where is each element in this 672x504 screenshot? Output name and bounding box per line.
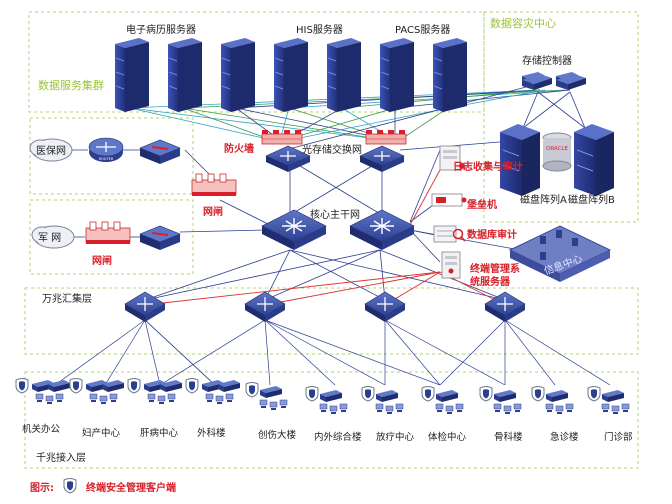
disk-array-b	[574, 124, 614, 196]
gateway-top	[191, 173, 237, 197]
emr-server-2	[167, 37, 203, 113]
disk-array-b-label: 磁盘阵列B	[568, 193, 615, 206]
building-label: 外科楼	[197, 427, 226, 439]
convergence-switch-2	[244, 291, 286, 323]
convergence-switch-1	[124, 291, 166, 323]
military-network-zone	[29, 199, 194, 275]
pacs-server-1	[379, 37, 415, 113]
military-network-label: 军 网	[38, 232, 61, 244]
storage-switch-label: 光存储交换网	[302, 143, 362, 156]
access-cluster	[245, 382, 288, 411]
medical-insurance-label: 医保网	[36, 144, 66, 157]
disaster-recovery-zone	[483, 11, 639, 223]
medical-insurance-zone	[29, 117, 194, 195]
convergence-layer-zone	[24, 287, 639, 355]
oracle-database: ORACLE	[542, 132, 572, 172]
shield-icon	[305, 386, 319, 402]
access-cluster	[69, 378, 124, 405]
shield-icon	[245, 382, 259, 398]
pacs-server-label: PACS服务器	[395, 23, 450, 36]
gateway-top-label: 网闸	[203, 205, 223, 218]
building-label: 创伤大楼	[258, 429, 297, 441]
firewall-label: 防火墙	[224, 142, 254, 155]
terminal-mgmt-label-1: 终端管理系	[470, 262, 520, 275]
storage-switch-2	[359, 145, 405, 173]
router-text: ROUTER	[99, 157, 114, 161]
firewall-device-icon	[139, 139, 181, 164]
emr-server-label: 电子病历服务器	[126, 23, 196, 36]
database-audit-device	[433, 225, 466, 243]
emr-server-1	[114, 37, 150, 113]
disk-array-a-label: 磁盘阵列A	[520, 193, 567, 206]
shield-icon	[421, 386, 435, 402]
building-label: 肝病中心	[140, 427, 179, 439]
shield-icon	[587, 386, 601, 402]
cloud-icon	[31, 225, 75, 249]
access-cluster	[421, 386, 464, 415]
his-server-1	[273, 37, 309, 113]
building-label: 体检中心	[428, 431, 467, 443]
shield-icon	[531, 386, 545, 402]
shield-icon	[479, 386, 493, 402]
access-cluster	[361, 386, 404, 415]
bastion-label: 堡垒机	[467, 198, 497, 211]
gateway-bottom-label: 网闸	[92, 254, 112, 267]
building-label: 机关办公	[22, 423, 61, 435]
red-links	[144, 169, 506, 306]
building-label: 门诊部	[604, 431, 633, 443]
storage-controller-label: 存储控制器	[522, 54, 572, 67]
access-clusters	[15, 378, 630, 415]
access-cluster	[127, 378, 182, 405]
building-label: 放疗中心	[376, 431, 415, 443]
emr-server-3	[220, 37, 256, 113]
building-label: 内外综合楼	[314, 431, 362, 443]
disaster-center-label: 数据容灾中心	[490, 16, 556, 30]
log-audit-label: 日志收集与审计	[453, 160, 523, 173]
database-audit-label: 数据库审计	[467, 228, 517, 241]
firewall-2	[365, 129, 407, 145]
legend-text: 终端安全管理客户端	[86, 481, 176, 494]
access-cluster	[305, 386, 348, 415]
oracle-logo: ORACLE	[546, 146, 568, 152]
his-server-2	[326, 37, 362, 113]
firewall-device-icon	[139, 225, 181, 250]
info-center-platform: 信息中心	[508, 225, 612, 282]
building-label: 骨科楼	[494, 431, 523, 443]
shield-icon	[63, 478, 77, 494]
legend-prefix: 图示:	[30, 482, 54, 494]
core-network-label: 核心主干网	[310, 208, 360, 221]
access-layer-zone	[24, 371, 639, 469]
shield-icon	[15, 378, 29, 394]
cloud-icon	[29, 138, 73, 162]
terminal-management-server	[441, 251, 461, 279]
shield-icon	[361, 386, 375, 402]
server-group	[114, 37, 468, 113]
access-layer-label: 千兆接入层	[36, 451, 86, 464]
building-label: 急诊楼	[550, 431, 579, 443]
access-cluster	[587, 386, 630, 415]
access-cluster	[479, 386, 522, 415]
bastion-host-device	[431, 193, 467, 207]
legend: 图示: 终端安全管理客户端	[30, 478, 176, 494]
shield-icon	[127, 378, 141, 394]
building-labels: 机关办公 妇产中心 肝病中心 外科楼 创伤大楼 内外综合楼 放疗中心 体检中心 …	[22, 423, 633, 443]
log-audit-device	[439, 145, 465, 171]
pacs-server-2	[432, 37, 468, 113]
his-server-label: HIS服务器	[296, 23, 343, 36]
terminal-mgmt-label-2: 统服务器	[470, 275, 511, 288]
access-links	[54, 319, 611, 386]
storage-controller-icons	[522, 74, 586, 90]
router-icon: ROUTER	[88, 137, 124, 162]
access-cluster	[185, 378, 240, 405]
shield-icon	[185, 378, 199, 394]
access-cluster	[15, 378, 70, 405]
building-label: 妇产中心	[82, 427, 121, 439]
convergence-layer-label: 万兆汇集层	[42, 292, 92, 305]
gateway-bottom	[85, 221, 131, 245]
data-cluster-label: 数据服务集群	[38, 78, 104, 92]
shield-icon	[69, 378, 83, 394]
access-cluster	[531, 386, 574, 415]
disk-array-a	[500, 124, 540, 196]
